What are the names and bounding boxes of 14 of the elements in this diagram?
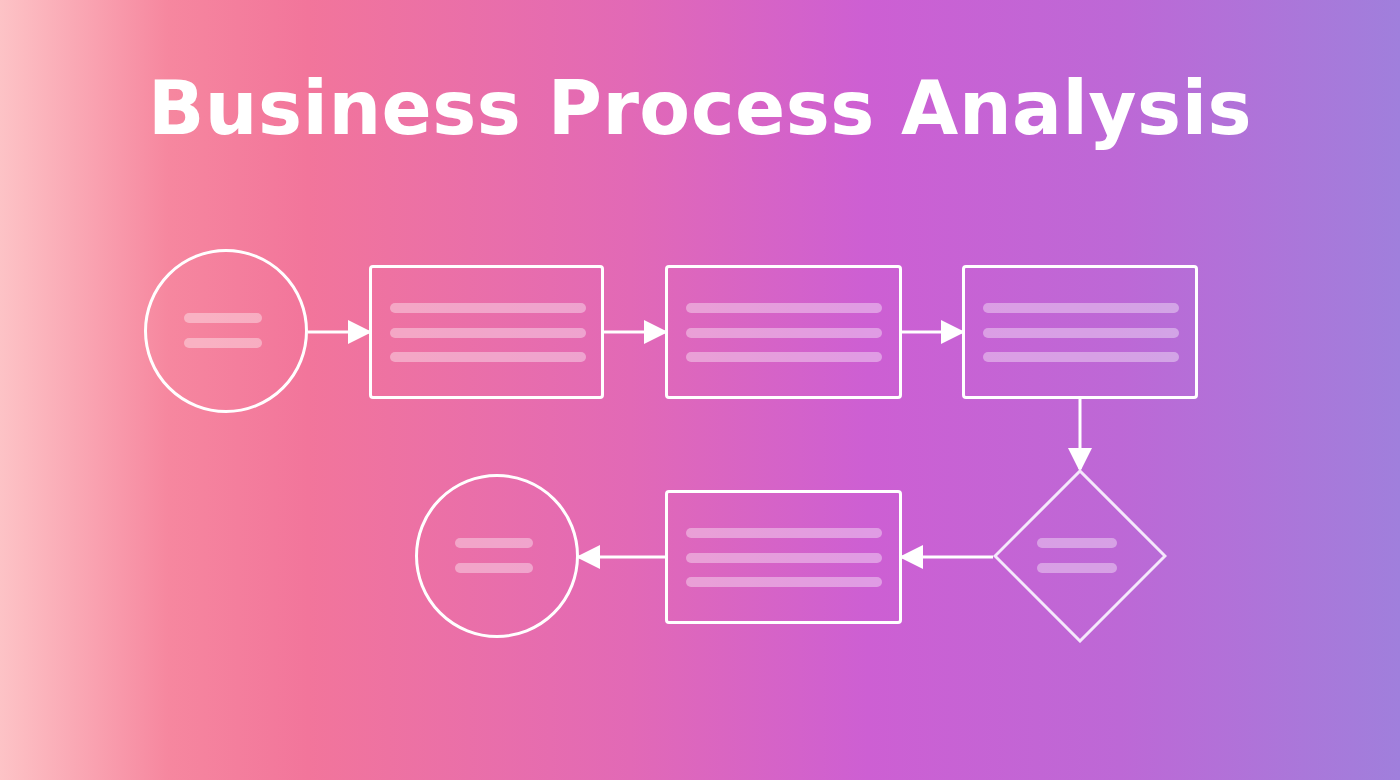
arrow bbox=[1068, 399, 1092, 472]
process-box bbox=[665, 490, 902, 624]
arrow bbox=[899, 545, 993, 569]
arrow bbox=[576, 545, 665, 569]
decision-diamond bbox=[993, 469, 1167, 643]
process-box bbox=[962, 265, 1198, 399]
arrow bbox=[604, 320, 668, 344]
arrow bbox=[308, 320, 372, 344]
title: Business Process Analysis bbox=[146, 64, 1254, 153]
process-box bbox=[665, 265, 902, 399]
process-box bbox=[369, 265, 604, 399]
circle-node bbox=[415, 474, 579, 638]
arrow bbox=[902, 320, 965, 344]
circle-node bbox=[144, 249, 308, 413]
